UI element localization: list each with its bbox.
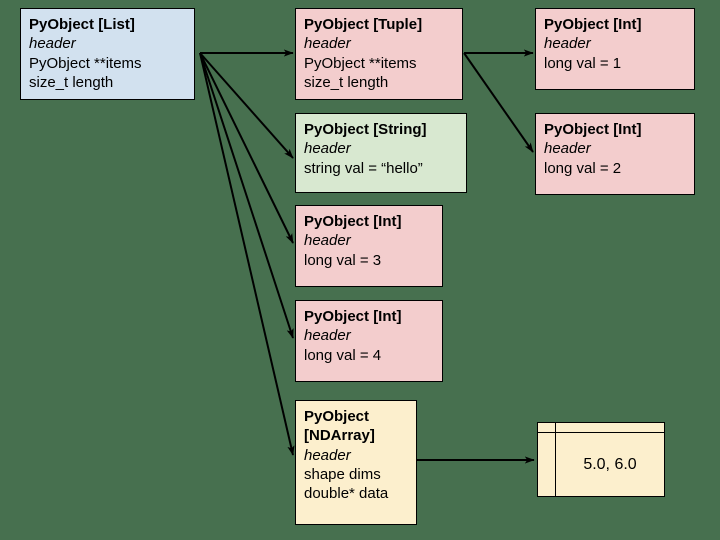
- node-pyobject-int-1[interactable]: PyObject [Int] header long val = 1: [535, 8, 695, 90]
- node-list-title: PyObject [List]: [29, 16, 135, 33]
- node-pyobject-int-4[interactable]: PyObject [Int] header long val = 4: [295, 300, 443, 382]
- node-pyobject-int-3[interactable]: PyObject [Int] header long val = 3: [295, 205, 443, 287]
- node-pyobject-tuple[interactable]: PyObject [Tuple] header PyObject **items…: [295, 8, 463, 100]
- node-tuple-title: PyObject [Tuple]: [304, 16, 423, 33]
- buffer-index-cell: [538, 433, 556, 496]
- node-int1-title: PyObject [Int]: [544, 16, 642, 33]
- node-int2-title: PyObject [Int]: [544, 121, 642, 138]
- node-pyobject-int-2[interactable]: PyObject [Int] header long val = 2: [535, 113, 695, 195]
- node-int2-field-val: long val = 2: [544, 159, 622, 177]
- node-tuple-field-length: size_t length: [304, 74, 389, 92]
- buffer-values: 5.0, 6.0: [583, 455, 637, 473]
- node-int4-field-val: long val = 4: [304, 346, 382, 364]
- node-pyobject-ndarray[interactable]: PyObject [NDArray] header shape dims dou…: [295, 400, 417, 525]
- buffer-header-index-cell: [538, 423, 556, 432]
- edge-list-to-int4: [199, 52, 294, 339]
- edge-tuple-to-int2: [463, 52, 534, 153]
- node-list-header: header: [29, 35, 76, 53]
- buffer-header-row: [538, 423, 664, 433]
- node-tuple-field-items: PyObject **items: [304, 54, 417, 72]
- node-list-field-items: PyObject **items: [29, 54, 142, 72]
- node-string-header: header: [304, 140, 351, 158]
- edge-list-to-int3: [199, 52, 294, 244]
- node-tuple-header: header: [304, 35, 351, 53]
- node-list-field-length: size_t length: [29, 74, 114, 92]
- edge-list-to-ndarray: [199, 52, 295, 456]
- node-ndarray-field-data: double* data: [304, 485, 389, 503]
- node-int4-title: PyObject [Int]: [304, 308, 402, 325]
- node-int3-header: header: [304, 232, 351, 250]
- buffer-body-row: 5.0, 6.0: [538, 433, 664, 496]
- node-int3-field-val: long val = 3: [304, 251, 382, 269]
- node-ndarray-title: PyObject [NDArray]: [304, 408, 375, 445]
- node-pyobject-string[interactable]: PyObject [String] header string val = “h…: [295, 113, 467, 193]
- node-int3-title: PyObject [Int]: [304, 213, 402, 230]
- node-ndarray-header: header: [304, 446, 351, 464]
- node-int1-header: header: [544, 35, 591, 53]
- node-int1-field-val: long val = 1: [544, 54, 622, 72]
- edge-list-to-string: [199, 52, 294, 159]
- node-int2-header: header: [544, 140, 591, 158]
- node-string-field-val: string val = “hello”: [304, 159, 423, 177]
- node-data-buffer[interactable]: 5.0, 6.0: [537, 422, 665, 497]
- node-ndarray-field-shape: shape dims: [304, 466, 381, 484]
- node-string-title: PyObject [String]: [304, 121, 427, 138]
- node-int4-header: header: [304, 327, 351, 345]
- node-pyobject-list[interactable]: PyObject [List] header PyObject **items …: [20, 8, 195, 100]
